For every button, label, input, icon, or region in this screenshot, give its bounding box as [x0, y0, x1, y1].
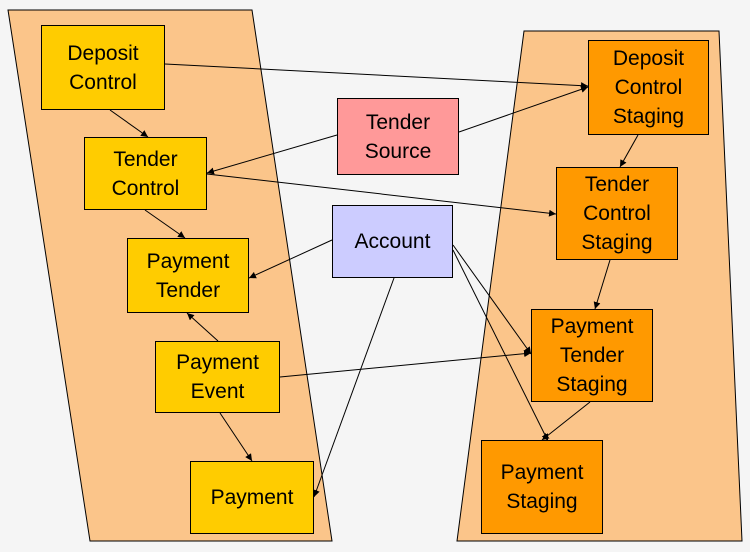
deposit-control-box: Deposit Control [41, 25, 165, 110]
right-lane [456, 30, 743, 542]
arrow-tender-control-to-tender-control-staging [206, 173, 557, 217]
tender-source-box: Tender Source [337, 98, 459, 175]
arrow-account-to-payment-staging [452, 249, 549, 442]
arrow-payment-event-to-payment-tender [186, 312, 219, 342]
arrow-account-to-payment-tender [248, 239, 333, 279]
payment-tender-staging-box: Payment Tender Staging [531, 309, 653, 402]
arrow-payment-event-to-payment [219, 412, 253, 462]
payment-box: Payment [190, 461, 314, 534]
arrow-deposit-control-to-tender-control [109, 109, 149, 138]
arrow-account-to-payment [313, 277, 395, 498]
payment-staging-box: Payment Staging [481, 440, 603, 534]
arrow-payment-event-to-payment-tender-staging [279, 350, 532, 378]
payment-tender-box: Payment Tender [127, 238, 249, 313]
tender-control-staging-box: Tender Control Staging [556, 167, 678, 260]
arrow-deposit-control-staging-to-tender-control-staging [619, 134, 639, 168]
payment-event-box: Payment Event [155, 341, 280, 413]
arrow-tender-control-to-payment-tender [144, 209, 186, 239]
deposit-control-staging-box: Deposit Control Staging [588, 40, 709, 135]
arrow-payment-tender-staging-to-payment-staging [541, 401, 591, 441]
arrow-account-to-payment-tender-staging [452, 244, 532, 355]
account-box: Account [332, 205, 453, 278]
arrow-tender-source-to-tender-control [206, 134, 338, 175]
arrow-tender-source-to-deposit-control-staging [458, 86, 589, 133]
arrow-tender-control-staging-to-payment-tender-staging [593, 259, 611, 310]
arrow-deposit-control-to-deposit-control-staging [164, 63, 589, 90]
tender-control-box: Tender Control [84, 137, 207, 210]
